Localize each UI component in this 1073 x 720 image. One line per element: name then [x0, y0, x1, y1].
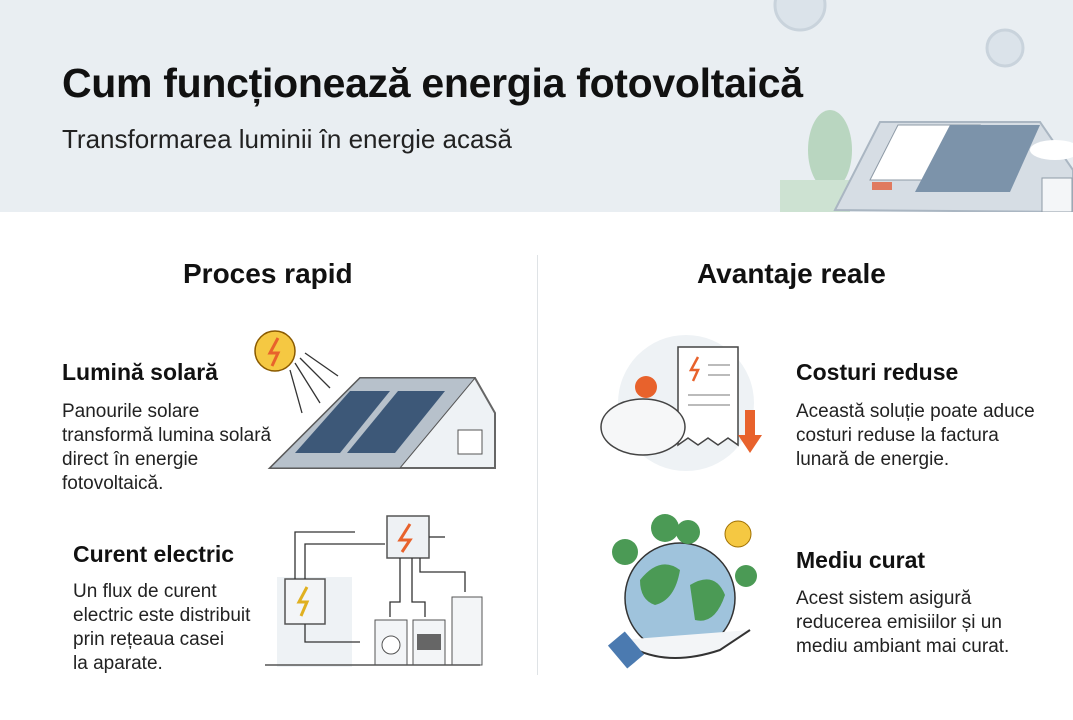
- sun-small-icon: [985, 28, 1025, 68]
- page-title: Cum funcționează energia fotovoltaică: [62, 60, 803, 106]
- electric-distribution-icon: [265, 515, 483, 667]
- solar-roof-icon: [254, 330, 496, 469]
- section-heading-benefits: Avantaje reale: [697, 258, 886, 289]
- house-solar-illustration: [780, 110, 1073, 212]
- item-title-electric-current: Curent electric: [73, 541, 235, 567]
- column-divider: [537, 255, 538, 675]
- sun-icon: [773, 0, 827, 32]
- item-title-clean-environment: Mediu curat: [796, 547, 926, 573]
- item-title-solar-light: Lumină solară: [62, 359, 218, 385]
- earth-hand-icon: [607, 514, 757, 669]
- section-heading-process: Proces rapid: [183, 258, 353, 289]
- header-banner: Cum funcționează energia fotovoltaică Tr…: [0, 0, 1073, 212]
- piggy-bank-bill-icon: [600, 335, 762, 471]
- page-subtitle: Transformarea luminii în energie acasă: [62, 124, 512, 154]
- item-title-reduced-costs: Costuri reduse: [796, 359, 959, 385]
